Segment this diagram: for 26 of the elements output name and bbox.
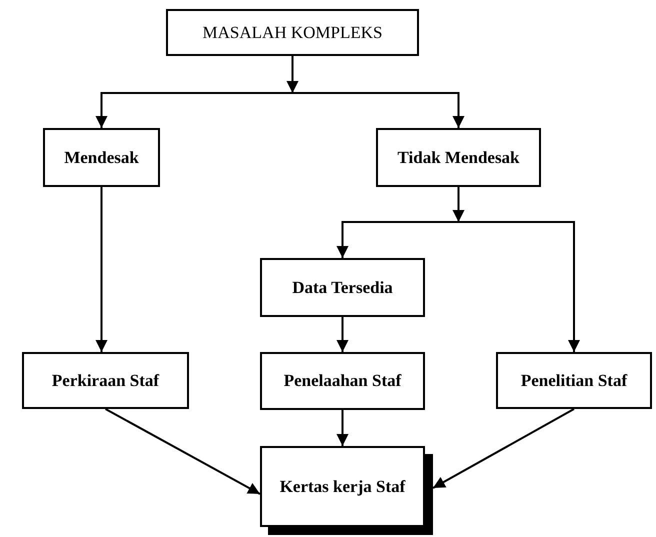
box-label: MASALAH KOMPLEKS bbox=[202, 22, 382, 44]
arrow bbox=[336, 317, 348, 352]
process-box bbox=[376, 128, 541, 187]
process-box bbox=[260, 258, 425, 317]
process-box bbox=[166, 9, 419, 56]
process-box bbox=[43, 128, 160, 187]
box-label: Data Tersedia bbox=[292, 276, 393, 298]
arrow bbox=[105, 408, 260, 495]
box-label: Kertas kerja Staf bbox=[280, 476, 406, 498]
process-box bbox=[22, 352, 189, 409]
box-label: Mendesak bbox=[64, 146, 139, 168]
arrow bbox=[292, 92, 464, 128]
arrow bbox=[96, 187, 108, 352]
arrow bbox=[452, 187, 464, 222]
arrow bbox=[286, 56, 298, 93]
arrow bbox=[432, 408, 574, 489]
process-box bbox=[496, 352, 652, 409]
arrow bbox=[336, 221, 458, 258]
process-box bbox=[260, 352, 425, 410]
box-label: Perkiraan Staf bbox=[52, 370, 160, 392]
box-label: Tidak Mendesak bbox=[397, 146, 520, 168]
box-label: Penelaahan Staf bbox=[284, 370, 402, 392]
arrow bbox=[336, 410, 348, 446]
arrow bbox=[96, 92, 292, 128]
box-label: Penelitian Staf bbox=[520, 370, 628, 392]
arrow bbox=[458, 221, 580, 352]
